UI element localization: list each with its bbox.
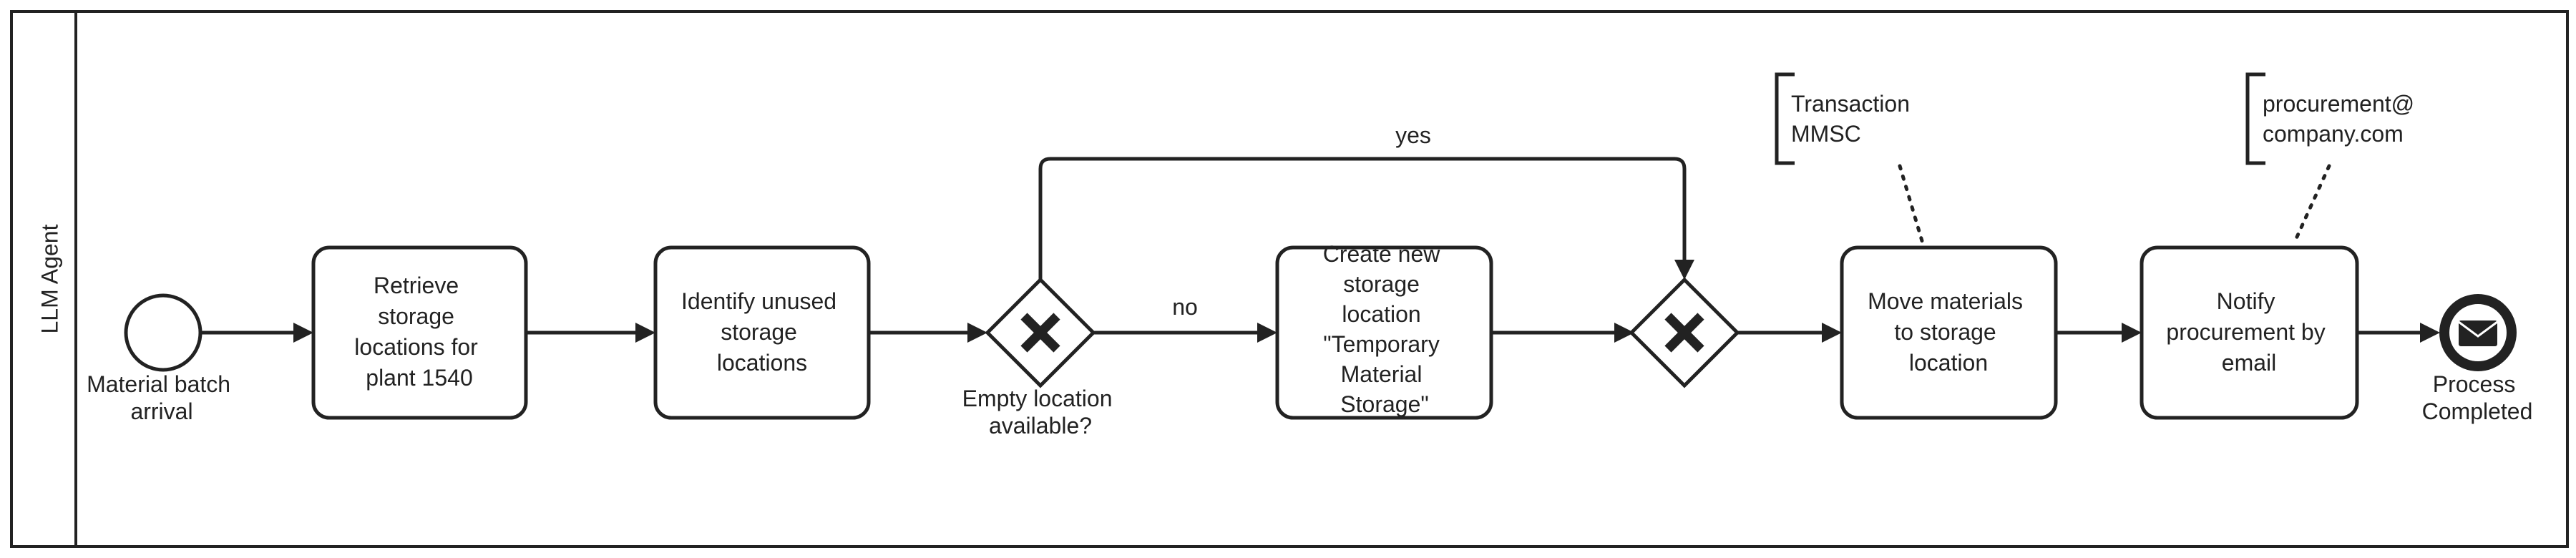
end-event-label-line: Process [2433,371,2516,397]
task-move-label: Move materials to storage location [1868,288,2029,376]
task-label-line: Material [1341,361,1423,387]
start-event[interactable] [124,293,203,372]
task-label-line: storage [721,319,797,345]
arrowhead [1822,323,1842,343]
gateway-x-icon [1664,313,1704,353]
task-label-line: Create new [1323,241,1441,267]
edge-label-yes: yes [1395,122,1431,148]
task-label-line: location [1342,301,1420,327]
task-retrieve-storage-locations[interactable] [311,245,528,420]
task-notify-procurement[interactable] [2140,245,2359,420]
task-label-line: email [2222,350,2276,376]
task-label-line: storage [1343,271,1420,297]
sequence-flows [200,157,2440,343]
task-label-line: "Temporary [1323,331,1440,357]
arrowhead [1614,323,1634,343]
association-email [2292,164,2331,245]
task-label-line: plant 1540 [366,365,472,391]
task-retrieve-label: Retrieve storage locations for plant 154… [354,273,484,391]
task-identify-label: Identify unused storage locations [681,288,843,376]
task-create-storage-location[interactable] [1275,245,1493,420]
gateway-label-line: available? [989,413,1092,439]
task-label-line: storage [378,303,454,329]
association-transaction [1898,164,1925,245]
annotation-line: Transaction [1791,91,1910,117]
arrowhead [635,323,655,343]
task-identify-unused-locations[interactable] [653,245,871,420]
annotation-bracket [2245,72,2265,165]
task-label-line: Notify [2217,288,2275,314]
gateway-empty-location[interactable] [985,277,1096,388]
gateway-merge[interactable] [1629,277,1740,388]
task-label-line: procurement by [2166,319,2325,345]
end-event-label: Process Completed [2422,371,2533,424]
start-event-label-line: Material batch [87,371,230,397]
lane-label: LLM Agent [36,224,62,333]
task-move-materials[interactable] [1840,245,2058,420]
task-label-line: Identify unused [681,288,836,314]
annotation-line: MMSC [1791,121,1861,147]
envelope-icon [2458,320,2498,346]
arrowhead [967,323,987,343]
annotation-line: procurement@ [2263,91,2414,117]
arrowhead [1257,323,1277,343]
annotation-transaction: Transaction MMSC [1791,91,1916,147]
task-label-line: Move materials [1868,288,2023,314]
gateway-decision-label: Empty location available? [962,386,1119,439]
annotation-bracket [1775,72,1795,165]
start-event-label-line: arrival [130,398,192,424]
task-label-line: location [1909,350,1988,376]
end-event-label-line: Completed [2422,398,2533,424]
task-label-line: Storage" [1340,391,1428,417]
task-label-line: Retrieve [374,273,459,298]
annotation-email: procurement@ company.com [2263,91,2421,147]
gateway-label-line: Empty location [962,386,1113,411]
task-label-line: locations for [354,334,478,360]
task-label-line: locations [717,350,807,376]
edge-label-no: no [1172,294,1198,320]
arrowhead [2122,323,2142,343]
flow-decision-yes [1038,157,1687,280]
arrowhead [293,323,313,343]
arrowhead [1674,260,1694,280]
task-label-line: to storage [1894,319,1996,345]
task-create-label: Create new storage location "Temporary M… [1323,241,1447,417]
end-event[interactable] [2439,294,2517,371]
arrowhead [2420,323,2440,343]
annotation-line: company.com [2263,121,2404,147]
task-notify-label: Notify procurement by email [2166,288,2331,376]
gateway-x-icon [1020,313,1060,353]
start-event-label: Material batch arrival [87,371,237,424]
